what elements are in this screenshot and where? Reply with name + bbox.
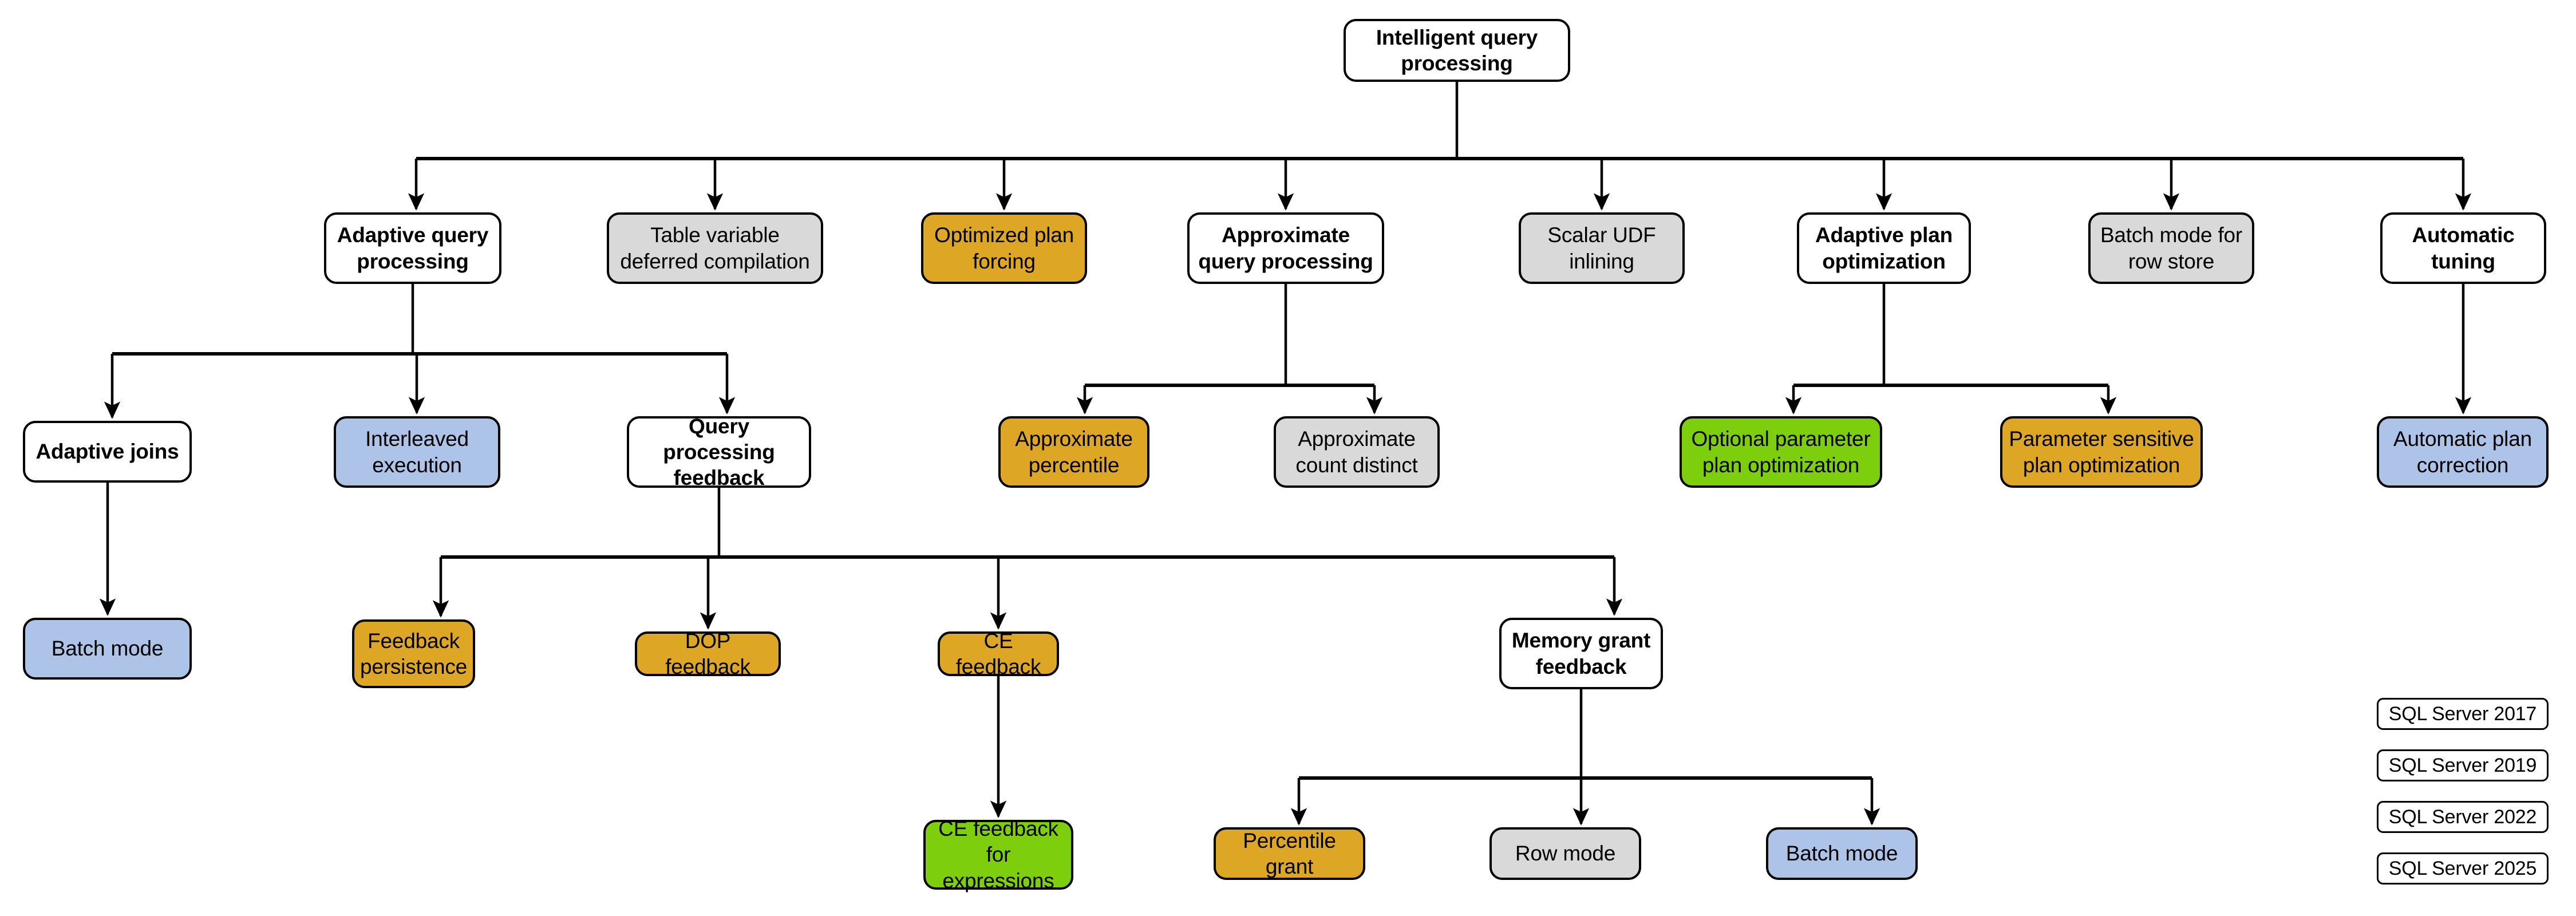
node-adaptive-plan-optimization[interactable]: Adaptive plan optimization (1797, 212, 1971, 284)
node-batch-mode-adaptive-joins[interactable]: Batch mode (23, 618, 192, 680)
node-row-mode[interactable]: Row mode (1490, 827, 1641, 880)
node-memory-grant-feedback[interactable]: Memory grant feedback (1499, 618, 1663, 689)
node-dop-feedback[interactable]: DOP feedback (635, 629, 781, 678)
node-adaptive-query-processing[interactable]: Adaptive query processing (324, 212, 501, 284)
node-automatic-tuning[interactable]: Automatic tuning (2380, 212, 2546, 284)
node-approximate-count-distinct[interactable]: Approximate count distinct (1274, 416, 1440, 488)
node-approximate-query-processing[interactable]: Approximate query processing (1187, 212, 1384, 284)
node-intelligent-query-processing[interactable]: Intelligent query processing (1344, 19, 1570, 82)
legend-item-sql-server-2025: SQL Server 2025 (2377, 852, 2549, 885)
legend-item-sql-server-2017: SQL Server 2017 (2377, 698, 2549, 730)
node-ce-feedback[interactable]: CE feedback (938, 629, 1059, 678)
node-parameter-sensitive-plan-optimization[interactable]: Parameter sensitive plan optimization (2000, 416, 2203, 488)
legend-item-sql-server-2019: SQL Server 2019 (2377, 749, 2549, 781)
node-table-variable-deferred-compilation[interactable]: Table variable deferred compilation (607, 212, 823, 284)
node-batch-mode-memory-grant[interactable]: Batch mode (1766, 827, 1918, 880)
node-feedback-persistence[interactable]: Feedback persistence (352, 619, 475, 688)
node-interleaved-execution[interactable]: Interleaved execution (334, 416, 500, 488)
node-batch-mode-for-row-store[interactable]: Batch mode for row store (2088, 212, 2254, 284)
legend-item-sql-server-2022: SQL Server 2022 (2377, 801, 2549, 833)
node-optimized-plan-forcing[interactable]: Optimized plan forcing (921, 212, 1087, 284)
node-query-processing-feedback[interactable]: Query processing feedback (627, 414, 811, 489)
node-automatic-plan-correction[interactable]: Automatic plan correction (2377, 416, 2549, 488)
node-ce-feedback-for-expressions[interactable]: CE feedback for expressions (923, 817, 1073, 893)
node-scalar-udf-inlining[interactable]: Scalar UDF inlining (1519, 212, 1685, 284)
node-approximate-percentile[interactable]: Approximate percentile (998, 416, 1149, 488)
node-optional-parameter-plan-optimization[interactable]: Optional parameter plan optimization (1680, 416, 1882, 488)
node-percentile-grant[interactable]: Percentile grant (1214, 827, 1365, 880)
node-adaptive-joins[interactable]: Adaptive joins (23, 421, 192, 483)
